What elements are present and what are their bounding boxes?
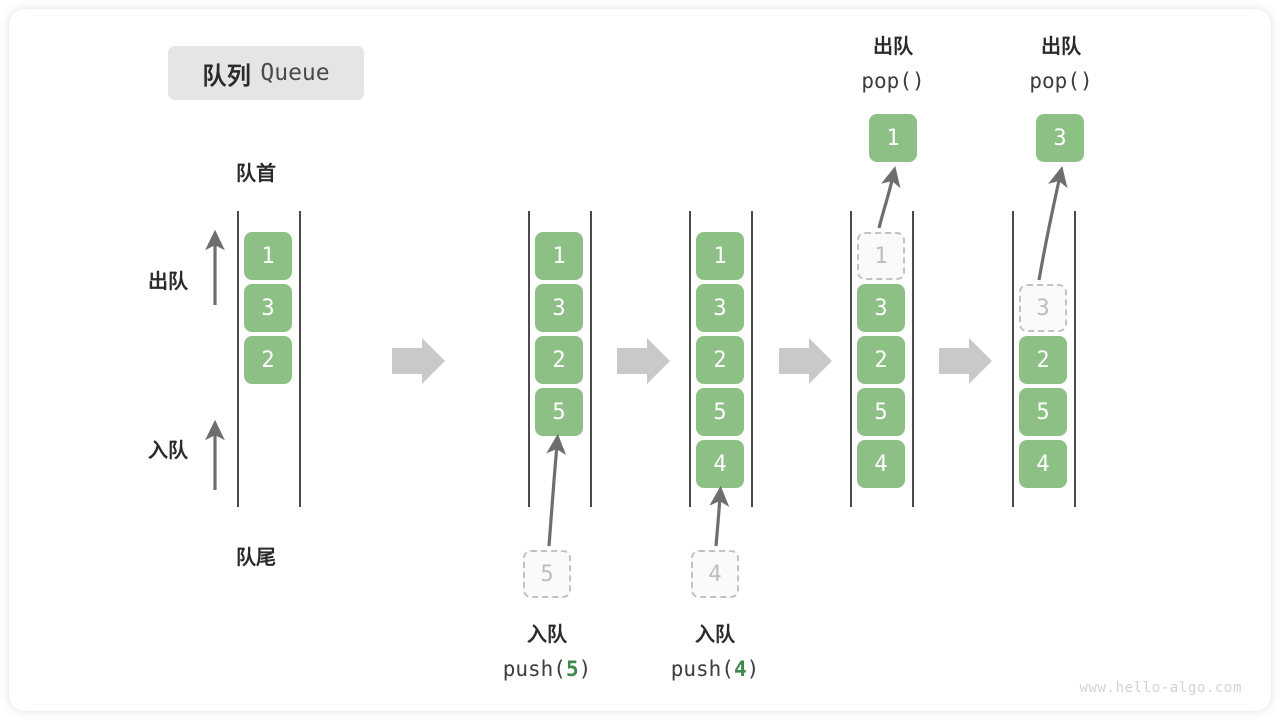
queue-cell: 2 [696, 336, 744, 384]
queue-cell: 2 [857, 336, 905, 384]
queue-cell: 2 [535, 336, 583, 384]
rear-label: 队尾 [236, 547, 276, 569]
push-5-caption: 入队 push(5) [437, 618, 657, 686]
removed-cell: 3 [1019, 284, 1067, 332]
pending-push-cell: 5 [523, 550, 571, 598]
queue-cell: 4 [857, 440, 905, 488]
dequeue-direction-label: 出队 [148, 271, 188, 293]
queue-cell: 4 [696, 440, 744, 488]
step-arrow-4 [939, 338, 992, 384]
queue-rail-right-1 [299, 211, 301, 507]
queue-cell: 2 [244, 336, 292, 384]
watermark: www.hello-algo.com [1079, 680, 1242, 696]
popped-cell: 3 [1036, 114, 1084, 162]
push-4-arrow [709, 485, 730, 547]
step-arrow-1 [392, 338, 445, 384]
title-chinese: 队列 [202, 62, 252, 90]
queue-rail-left-3 [689, 211, 691, 507]
queue-cell: 5 [535, 388, 583, 436]
queue-rail-right-5 [1074, 211, 1076, 507]
queue-cell: 1 [696, 232, 744, 280]
queue-rail-left-4 [850, 211, 852, 507]
step-arrow-3 [779, 338, 832, 384]
push-4-label-cn: 入队 [695, 624, 735, 646]
queue-cell: 5 [1019, 388, 1067, 436]
queue-cell: 3 [696, 284, 744, 332]
push-4-caption: 入队 push(4) [605, 618, 825, 686]
push-5-label-cn: 入队 [527, 624, 567, 646]
queue-rail-left-1 [237, 211, 239, 507]
pending-push-cell: 4 [691, 550, 739, 598]
queue-rail-right-4 [912, 211, 914, 507]
queue-cell: 3 [244, 284, 292, 332]
enqueue-direction-label: 入队 [148, 440, 188, 462]
pop-1-caption: 出队 pop() [823, 30, 963, 98]
pop-3-arrow [1037, 166, 1068, 281]
title-english: Queue [260, 60, 330, 86]
queue-cell: 1 [244, 232, 292, 280]
pop-3-code: pop() [1029, 69, 1093, 93]
step-arrow-2 [617, 338, 670, 384]
queue-rail-left-5 [1012, 211, 1014, 507]
pop-1-label-cn: 出队 [873, 36, 913, 58]
queue-cell: 5 [696, 388, 744, 436]
pop-3-label-cn: 出队 [1041, 36, 1081, 58]
pop-1-arrow [877, 166, 901, 229]
queue-cell: 3 [857, 284, 905, 332]
removed-cell: 1 [857, 232, 905, 280]
queue-cell: 3 [535, 284, 583, 332]
queue-cell: 5 [857, 388, 905, 436]
front-label: 队首 [236, 163, 276, 185]
queue-rail-left-2 [528, 211, 530, 507]
diagram-title-badge: 队列 Queue [168, 46, 364, 100]
push-5-code: push(5) [502, 657, 592, 681]
pop-1-code: pop() [861, 69, 925, 93]
queue-cell: 1 [535, 232, 583, 280]
queue-rail-right-2 [590, 211, 592, 507]
queue-rail-right-3 [751, 211, 753, 507]
pop-3-caption: 出队 pop() [991, 30, 1131, 98]
popped-cell: 1 [869, 114, 917, 162]
queue-cell: 4 [1019, 440, 1067, 488]
push-5-arrow [546, 433, 567, 547]
queue-cell: 2 [1019, 336, 1067, 384]
push-4-code: push(4) [670, 657, 760, 681]
